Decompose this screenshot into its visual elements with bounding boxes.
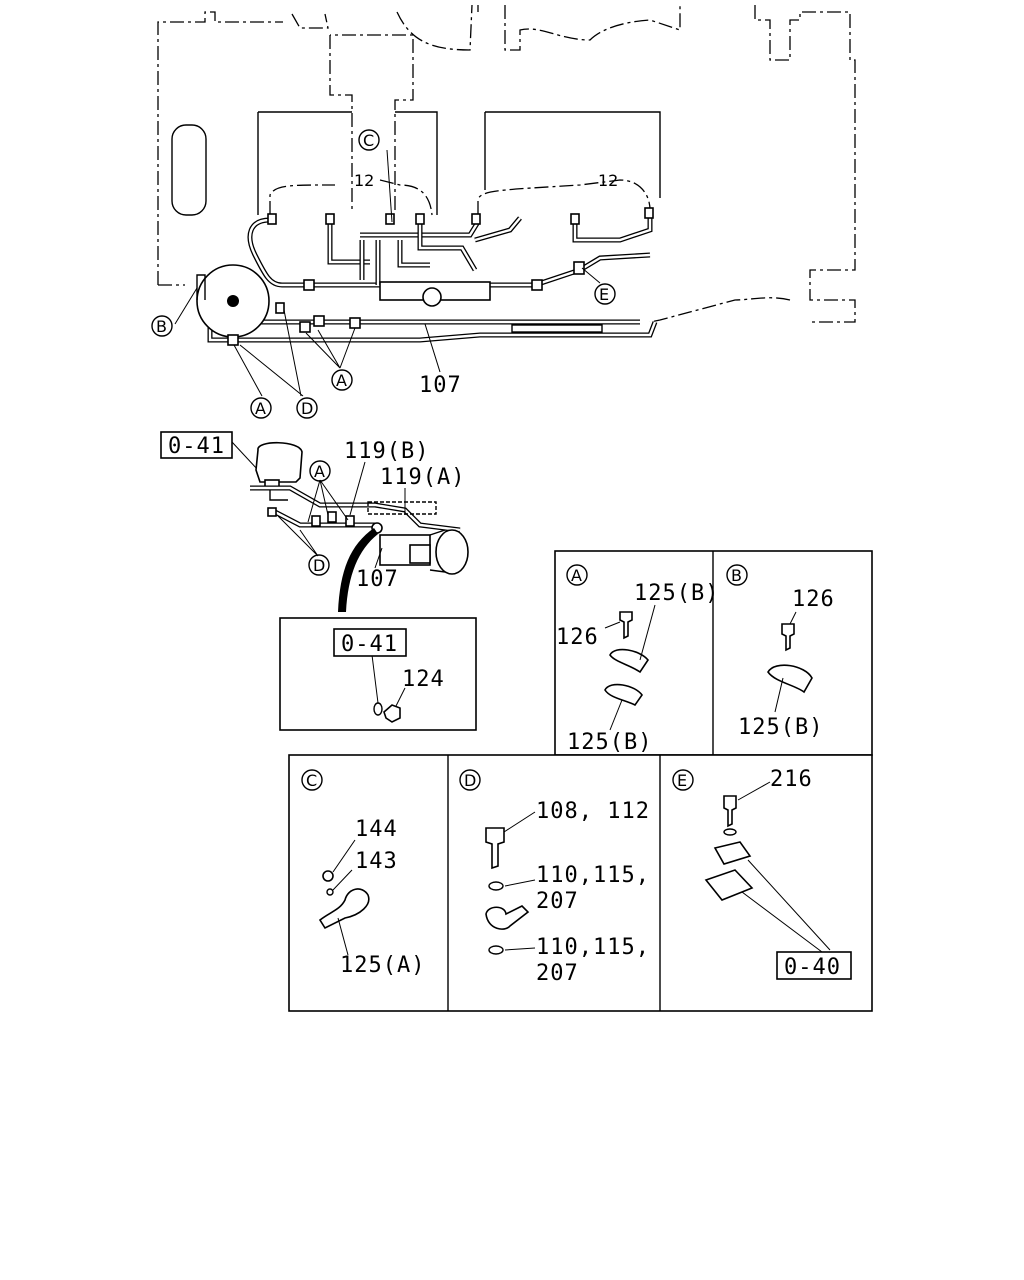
svg-text:D: D — [464, 771, 476, 790]
svg-text:B: B — [156, 317, 167, 336]
svg-text:B: B — [731, 566, 742, 585]
ref-0-41-main: 0-41 — [168, 434, 225, 459]
svg-text:D: D — [313, 556, 325, 575]
svg-text:A: A — [314, 462, 325, 481]
callout-d-mid: D — [308, 554, 330, 576]
label-d-110-115-b: 110,115, — [536, 935, 650, 960]
label-b-125b: 125(B) — [738, 715, 823, 740]
middle-assembly-view — [231, 441, 469, 612]
label-e-216: 216 — [770, 767, 813, 792]
svg-text:D: D — [301, 399, 313, 418]
callout-d-top: D — [296, 397, 318, 419]
label-a-125b: 125(B) — [634, 581, 719, 606]
ref-0-40: 0-40 — [784, 955, 841, 980]
callout-c-panel: C — [301, 769, 323, 791]
label-c-144: 144 — [355, 817, 398, 842]
label-107-mid: 107 — [356, 567, 399, 592]
callout-a-mid: A — [309, 460, 331, 482]
callout-markers: C B E A D A A D — [151, 129, 748, 791]
svg-text:A: A — [255, 399, 266, 418]
svg-text:E: E — [599, 285, 609, 304]
detail-panel-a-b — [554, 550, 873, 756]
svg-text:C: C — [363, 131, 374, 150]
label-b-126: 126 — [792, 587, 835, 612]
label-d-207-b: 207 — [536, 961, 579, 986]
label-119a: 119(A) — [380, 465, 465, 490]
label-124: 124 — [402, 667, 445, 692]
callout-c-top: C — [358, 129, 380, 151]
callout-e-top: E — [594, 283, 616, 305]
svg-text:12: 12 — [598, 171, 618, 190]
callout-a-top-left: A — [250, 397, 272, 419]
svg-text:E: E — [677, 771, 687, 790]
svg-text:C: C — [306, 771, 317, 790]
reference-boxes: 0-41 0-41 0-40 — [160, 431, 852, 980]
label-a-125b-low: 125(B) — [567, 730, 652, 755]
label-d-110-115-a: 110,115, — [536, 863, 650, 888]
callout-a-top-right: A — [331, 369, 353, 391]
label-d-207-a: 207 — [536, 889, 579, 914]
part-labels: 107 119(B) 119(A) 107 124 125(B) 126 125… — [340, 373, 835, 986]
callout-d-panel: D — [459, 769, 481, 791]
callout-a-panel: A — [566, 564, 588, 586]
top-assembly-view: 12 12 — [157, 4, 856, 397]
callout-b-panel: B — [726, 564, 748, 586]
detail-panel-c-d-e — [288, 754, 873, 1012]
svg-text:A: A — [336, 371, 347, 390]
ref-0-41-detail: 0-41 — [341, 632, 398, 657]
label-119b: 119(B) — [344, 439, 429, 464]
callout-b-top: B — [151, 315, 173, 337]
svg-text:A: A — [571, 566, 582, 585]
label-d-108-112: 108, 112 — [536, 799, 650, 824]
label-107-top: 107 — [419, 373, 462, 398]
svg-text:12: 12 — [354, 171, 374, 190]
callout-e-panel: E — [672, 769, 694, 791]
label-c-143: 143 — [355, 849, 398, 874]
label-a-126: 126 — [556, 625, 599, 650]
label-c-125a: 125(A) — [340, 953, 425, 978]
